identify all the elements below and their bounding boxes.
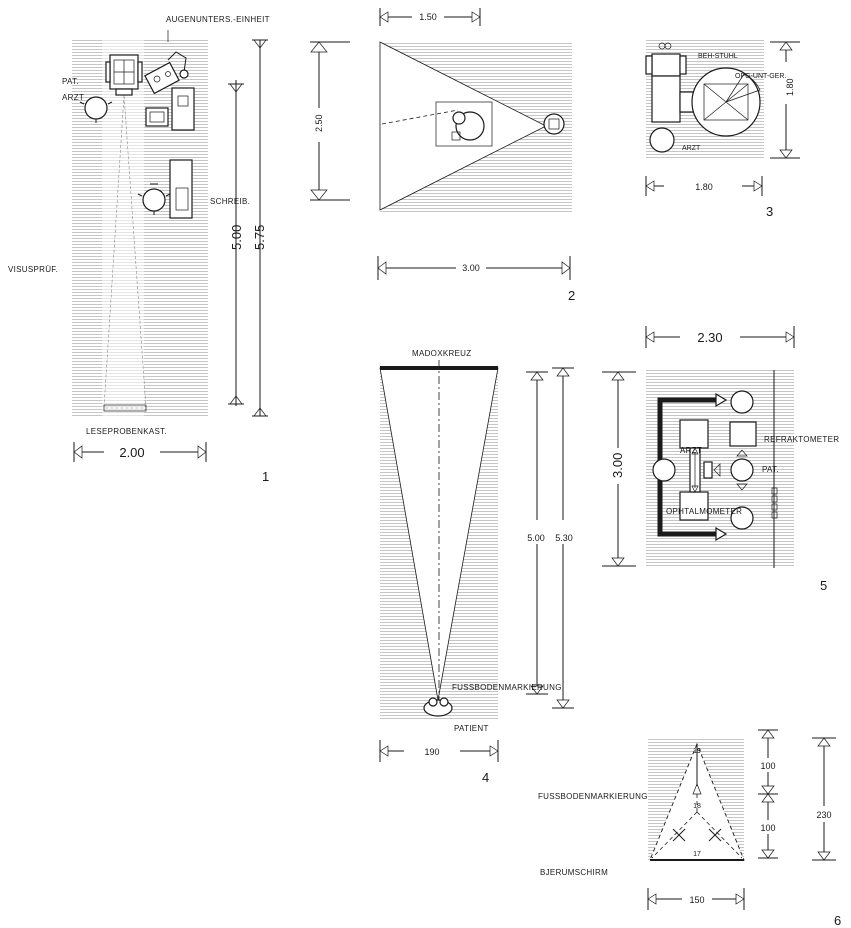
fig6-label-fuss: FUSSBODENMARKIERUNG: [538, 792, 648, 801]
fig6-dim-230-text: 230: [816, 810, 831, 820]
fig5-label-arzt: ARZT: [680, 446, 702, 455]
fig6-label-bjerum: BJERUMSCHIRM: [540, 868, 608, 877]
fig6-dimension-150: [647, 888, 745, 910]
fig3-dim-width-text: 1.80: [695, 182, 713, 192]
fig3-doctor: [649, 127, 675, 153]
fig1-sight-cone: [103, 94, 147, 409]
fig4-dim-530-text: 5.30: [555, 533, 573, 543]
fig6-crosses: [672, 828, 722, 842]
fig2-number: 2: [568, 288, 575, 303]
fig2-dim-top-text: 1.50: [419, 12, 437, 22]
fig3-label-op: OPG-UNT-GER.: [735, 73, 786, 80]
fig1-dim-500-text: 5.00: [229, 225, 244, 250]
figure-4: 5.00 5.30 190 MADOXKREUZ FUSSBODENMARKIE…: [379, 349, 574, 785]
fig1-dimension-500: [228, 80, 244, 406]
fig4-dimension-500: [526, 371, 548, 695]
fig2-sight-line: [381, 109, 459, 125]
fig4-label-fuss: FUSSBODENMARKIERUNG: [452, 683, 562, 692]
fig3-label-arzt: ARZT: [682, 145, 701, 152]
fig1-label-schreib: SCHREIB.: [210, 197, 250, 206]
fig1-label-arzt: ARZT: [62, 93, 84, 102]
fig5-label-pat: PAT.: [762, 465, 779, 474]
fig6-dim-100b-text: 100: [760, 823, 775, 833]
fig6-number: 6: [834, 913, 841, 928]
fig2-dim-bottom-text: 3.00: [462, 263, 480, 273]
fig4-dimension-530: [552, 367, 574, 709]
fig1-dimension-575: [252, 39, 268, 417]
figure-3: 1.80 1.80 BEH-STUHL OPG-UNT-GER. ARZT 3: [645, 40, 800, 219]
fig6-point-19: 19: [693, 748, 701, 755]
fig2-dimension-left: [310, 41, 350, 201]
fig5-people: [652, 390, 754, 530]
fig4-dimension-width: [379, 740, 499, 762]
figure-2: 1.50 2.50 3.00 2: [310, 8, 575, 303]
fig5-number: 5: [820, 578, 827, 593]
fig6-point-17: 17: [693, 851, 701, 858]
fig5-dim-height-text: 3.00: [610, 453, 625, 478]
fig1-label-augen: AUGENUNTERS.-EINHEIT: [166, 15, 270, 24]
fig3-number: 3: [766, 204, 773, 219]
fig1-dim-575-text: 5.75: [252, 225, 267, 250]
fig6-dim-150-text: 150: [689, 895, 704, 905]
fig4-patient-seat: [423, 697, 453, 717]
fig4-dim-width-text: 190: [424, 747, 439, 757]
fig2-dim-left-text: 2.50: [314, 114, 324, 132]
fig5-devices: [679, 419, 757, 521]
fig1-label-pat: PAT.: [62, 77, 79, 86]
fig3-dimension-height: [770, 41, 800, 159]
fig1-walkway: [102, 40, 144, 416]
fig4-label-patient: PATIENT: [454, 724, 489, 733]
fig3-dim-height-text: 1.80: [785, 78, 795, 96]
fig5-dimension-height: [602, 371, 636, 567]
fig3-label-beh: BEH-STUHL: [698, 53, 738, 60]
fig3-dimension-width: [645, 176, 763, 196]
fig2-dimension-top: [379, 8, 481, 26]
fig5-label-refrakto: REFRAKTOMETER: [764, 435, 839, 444]
fig1-desk: [137, 159, 193, 219]
fig5-dim-width-text: 2.30: [697, 330, 722, 345]
fig6-point-18: 18: [693, 803, 701, 810]
figure-5: 2.30 3.00 REFRAKTOMETER ARZT PAT. OPHTAL…: [602, 326, 839, 593]
fig2-exam-station: [435, 101, 565, 147]
fig1-label-visus: VISUSPRÜF.: [8, 265, 58, 274]
fig2-dimension-bottom: [377, 256, 571, 280]
fig4-dim-500-text: 5.00: [527, 533, 545, 543]
fig1-dimension-width: [73, 442, 207, 462]
fig4-number: 4: [482, 770, 489, 785]
fig1-patient-chair: [105, 54, 143, 96]
fig5-dimension-width: [645, 326, 795, 348]
fig5-label-ophtal: OPHTALMOMETER: [666, 507, 742, 516]
fig1-number: 1: [262, 469, 269, 484]
fig1-doctor: [79, 96, 113, 123]
fig5-wall-fixtures: [771, 487, 778, 519]
fig1-label-lese: LESEPROBENKAST.: [86, 427, 167, 436]
figure-1: 5.00 5.75 2.00 AUGENUNTERS.-EINHEIT PAT.…: [8, 15, 270, 484]
fig1-dim-width-text: 2.00: [119, 445, 144, 460]
figure-6: 19 18 17 100 100 230: [538, 729, 841, 928]
fig3-exam-unit: [691, 67, 761, 137]
fig4-label-madox: MADOXKREUZ: [412, 349, 471, 358]
fig6-dim-100a-text: 100: [760, 761, 775, 771]
fig6-dimension-230: [812, 737, 836, 861]
fig1-reading-chart-box: [103, 404, 147, 412]
fig1-exam-unit: [144, 51, 195, 131]
fig6-dimension-100-stack: [758, 729, 778, 859]
